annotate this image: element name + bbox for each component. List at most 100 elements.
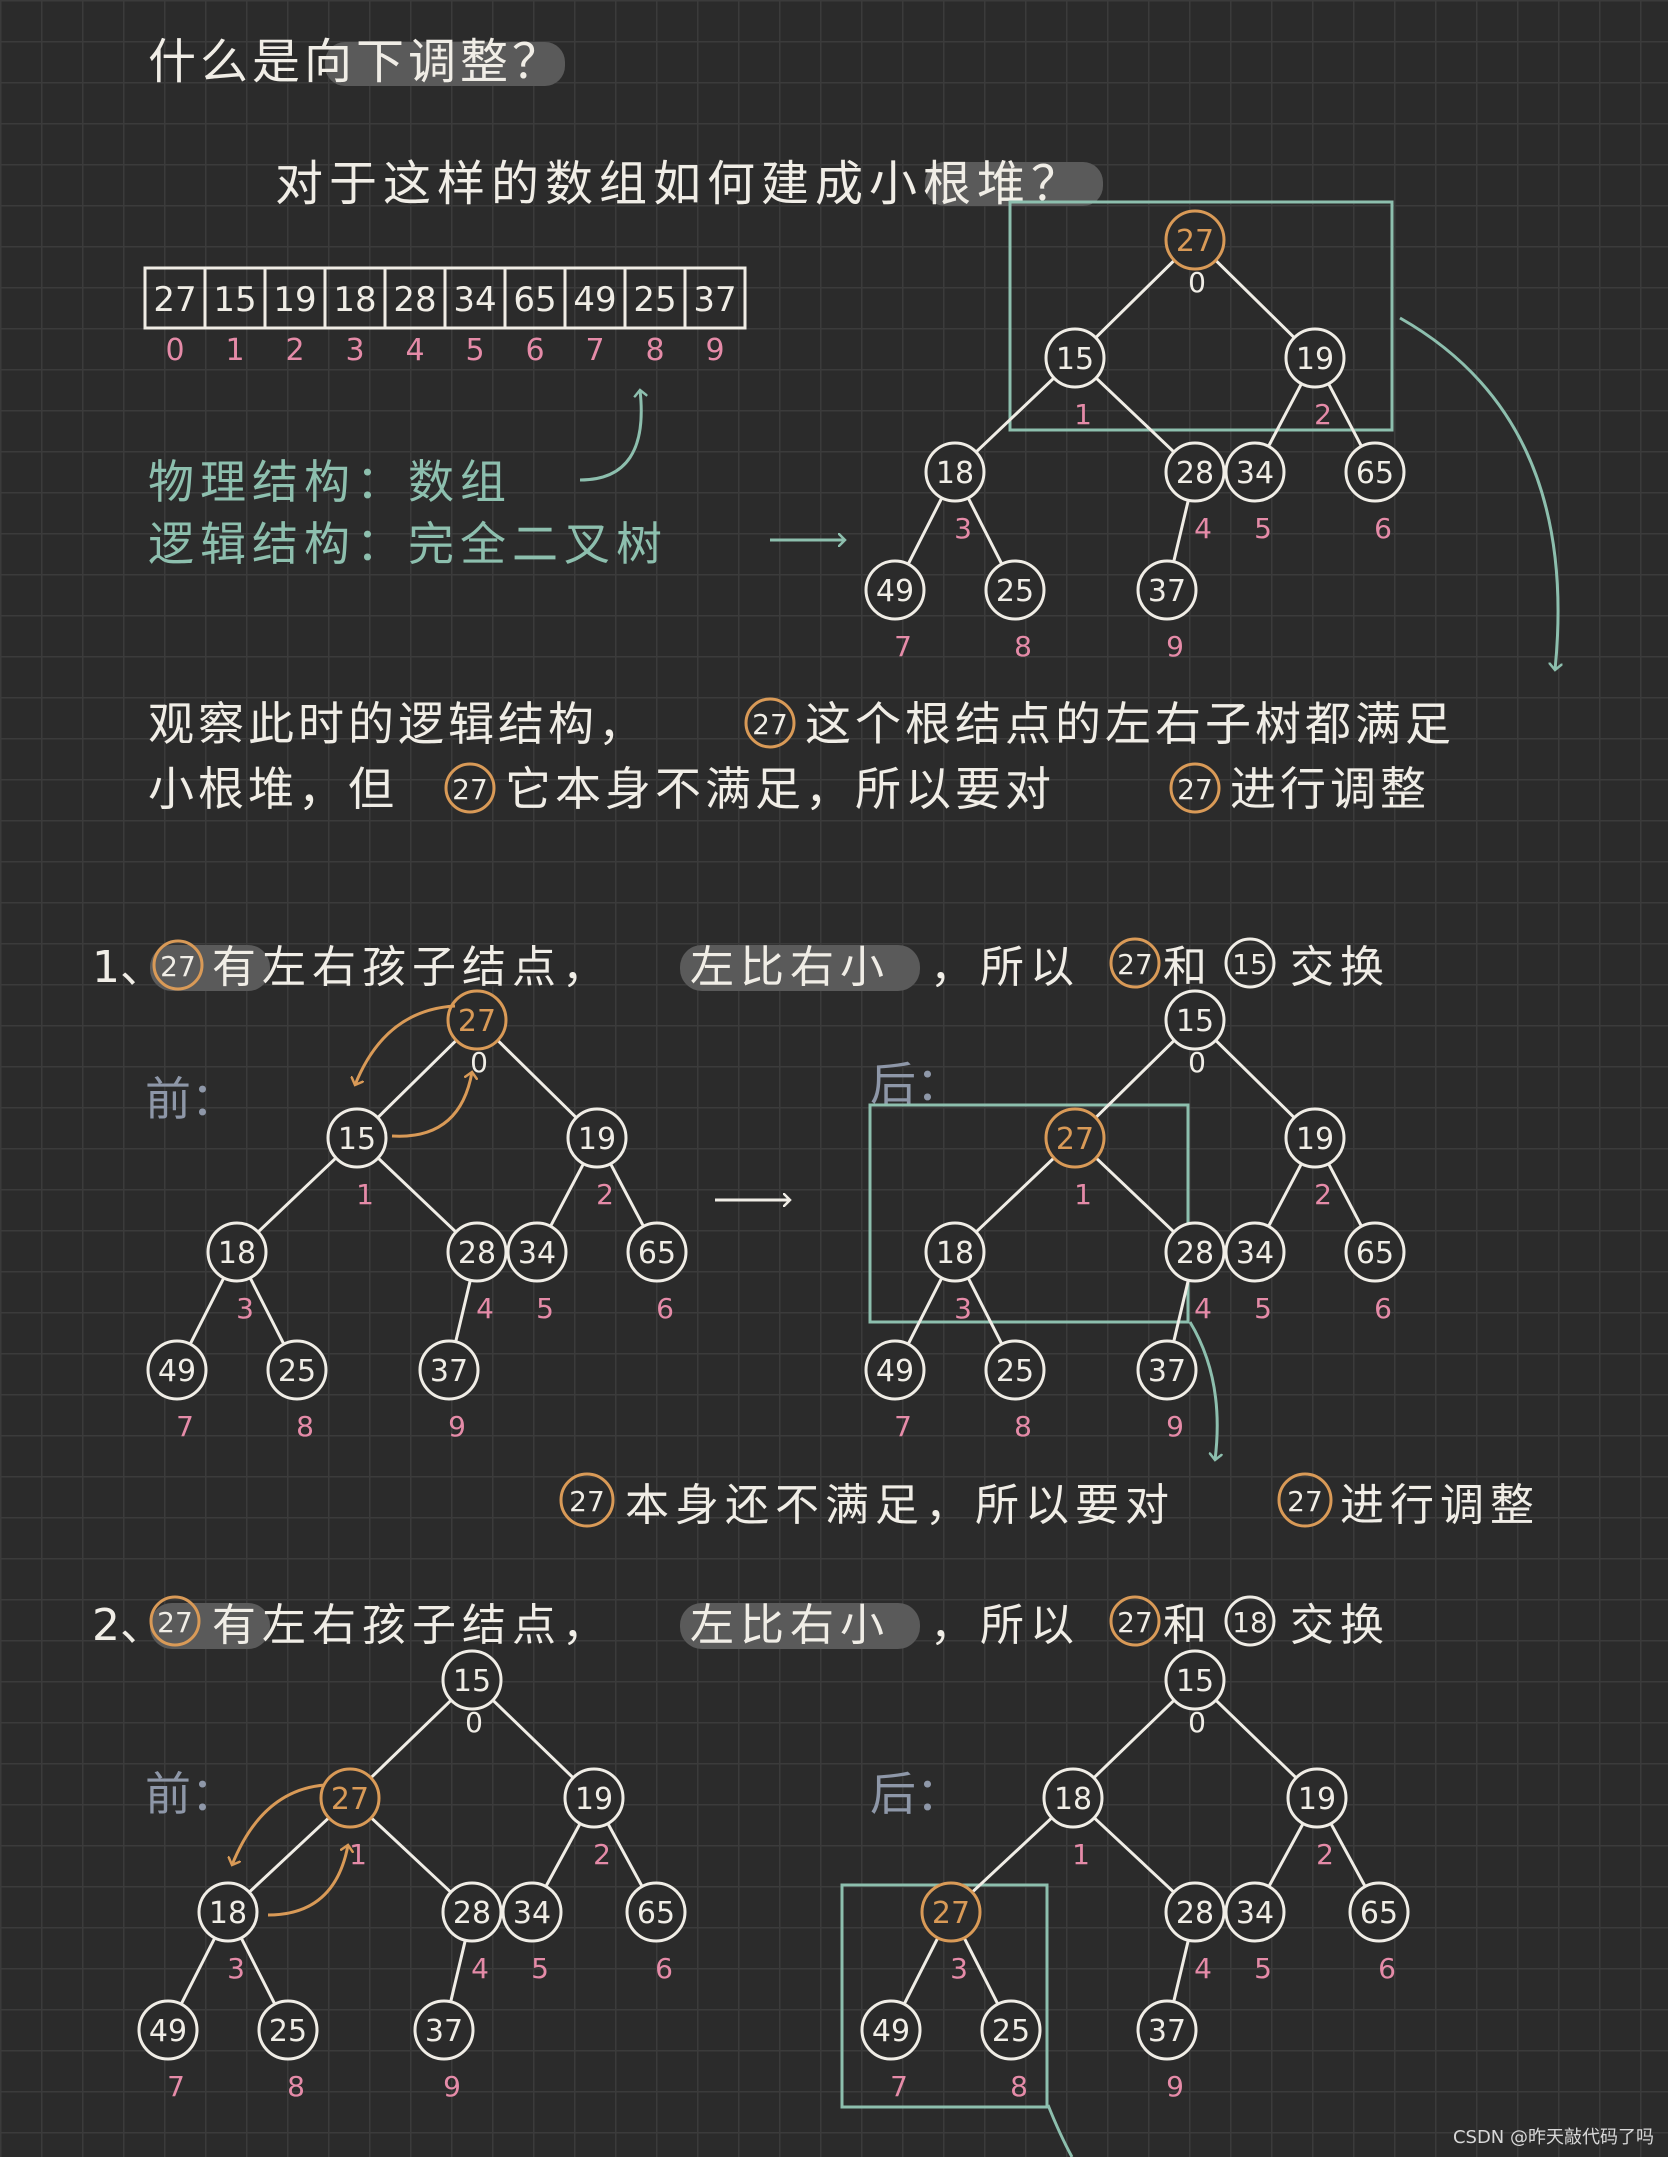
tree-edge: [239, 1937, 277, 2005]
tree-node-value: 18: [936, 1236, 974, 1271]
tree-node-value: 65: [637, 1896, 675, 1931]
tree-node: [625, 1881, 687, 1943]
observe-paragraph: 观察此时的逻辑结构， 27 这个根结点的左右子树都满足 小根堆，但 27 它本身…: [148, 697, 1451, 816]
tree-node-index: 0: [465, 1706, 483, 1739]
tree-node: [626, 1221, 688, 1283]
array-cell-value: 27: [153, 280, 196, 320]
tree-node-value: 18: [936, 456, 974, 491]
array-cell-value: 18: [333, 280, 376, 320]
swap-arrow-down: [355, 1004, 456, 1085]
tree-node-index: 9: [448, 1410, 466, 1443]
tree-node-index: 2: [1314, 1178, 1332, 1211]
tree-node-index: 7: [176, 1410, 194, 1443]
tree-node: [980, 1999, 1042, 2061]
step1-and: 和: [1163, 942, 1207, 993]
tree-node-index: 1: [349, 1838, 367, 1871]
array-cell-index: 5: [465, 333, 484, 368]
tree-node: [501, 1881, 563, 1943]
tree-node-value: 37: [1148, 2014, 1186, 2049]
observe-line2-node: 27: [452, 773, 488, 806]
step2-before-label: 前：: [145, 1767, 237, 1821]
tree-node: [446, 1221, 508, 1283]
tree-node-index: 3: [954, 1292, 972, 1325]
node-27-inline: [149, 1595, 201, 1647]
tree-edge: [496, 1039, 578, 1119]
tree-node-index: 1: [356, 1178, 374, 1211]
tree-edge: [906, 497, 944, 565]
question-highlight: [925, 162, 1103, 206]
tree-edge: [1267, 1162, 1303, 1228]
tree-node: [1284, 327, 1346, 389]
tree-edge: [376, 1039, 458, 1119]
tree-node: [137, 1999, 199, 2061]
observe-line1-node: 27: [752, 708, 788, 741]
tree-node-value: 25: [278, 1354, 316, 1389]
tree-edge: [1094, 1039, 1176, 1119]
tree-node: [924, 1221, 986, 1283]
tree-edge: [1172, 1279, 1190, 1343]
tree-node: [1348, 1881, 1410, 1943]
tree-node-index: 2: [593, 1838, 611, 1871]
tree-node-value: 65: [1356, 1236, 1394, 1271]
tree-node: [326, 1107, 388, 1169]
still-not-line: 27 本身还不满足，所以要对 27 进行调整: [559, 1472, 1534, 1531]
tree-node-value: 18: [1054, 1782, 1092, 1817]
tree-node: [197, 1881, 259, 1943]
tree-node-index: 5: [1254, 1952, 1272, 1985]
tree-node-index: 5: [531, 1952, 549, 1985]
still-not-node: 27: [569, 1485, 605, 1518]
tree-node-index: 4: [1194, 1952, 1212, 1985]
tree-edge: [971, 1816, 1053, 1894]
tree-node: [984, 1339, 1046, 1401]
tree-node-value: 34: [1236, 1896, 1274, 1931]
tree-node-value: 37: [1148, 574, 1186, 609]
tree-node-index: 7: [890, 2070, 908, 2103]
observe-line1-a: 观察此时的逻辑结构，: [148, 697, 648, 751]
tree-node-index: 2: [596, 1178, 614, 1211]
node-27-inline: [444, 762, 496, 814]
tree-node-value: 15: [1176, 1664, 1214, 1699]
tree-node-index: 1: [1074, 1178, 1092, 1211]
tree-node-value: 18: [209, 1896, 247, 1931]
array-cell-value: 15: [213, 280, 256, 320]
tree-edge: [1172, 499, 1190, 563]
tree-edge: [609, 1162, 645, 1228]
tree-node: [206, 1221, 268, 1283]
tree-node: [266, 1339, 328, 1401]
tree-edge: [1172, 1939, 1190, 2003]
step2-node-b: 18: [1232, 1606, 1268, 1639]
step2-text-b: ，所以: [930, 1600, 1080, 1651]
tree-node-value: 15: [338, 1122, 376, 1157]
step1-text-a: 有左右孩子结点，: [212, 942, 612, 993]
tree-node-value: 27: [932, 1896, 970, 1931]
tree-node-index: 4: [471, 1952, 489, 1985]
step2-node-highlight: [150, 1603, 270, 1649]
array-cell-index: 8: [645, 333, 664, 368]
step1-swap: 交换: [1290, 942, 1390, 993]
tree-node-index: 1: [1074, 398, 1092, 431]
tree-node: [864, 1339, 926, 1401]
tree-node: [446, 989, 508, 1051]
step2-and: 和: [1163, 1600, 1207, 1651]
array-cell-index: 2: [285, 333, 304, 368]
tree-edge: [1094, 376, 1176, 454]
array-pointer-arrow: [579, 390, 641, 482]
tree-node-index: 4: [1194, 512, 1212, 545]
array-cell-index: 0: [165, 333, 184, 368]
tree-node-index: 8: [1010, 2070, 1028, 2103]
tree-node-value: 19: [1296, 1122, 1334, 1157]
tree-edge: [376, 1156, 458, 1234]
tree-node: [1044, 327, 1106, 389]
tree-node-index: 3: [954, 512, 972, 545]
tree-node-index: 4: [476, 1292, 494, 1325]
title-highlight: [325, 42, 565, 86]
tree-node-value: 49: [149, 2014, 187, 2049]
tree-node: [1044, 1107, 1106, 1169]
step1-node: 27: [160, 950, 196, 983]
tree-node: [1284, 1107, 1346, 1169]
tree-node-index: 8: [1014, 1410, 1032, 1443]
tree-edge: [369, 1699, 453, 1779]
tree-node-index: 6: [1374, 512, 1392, 545]
